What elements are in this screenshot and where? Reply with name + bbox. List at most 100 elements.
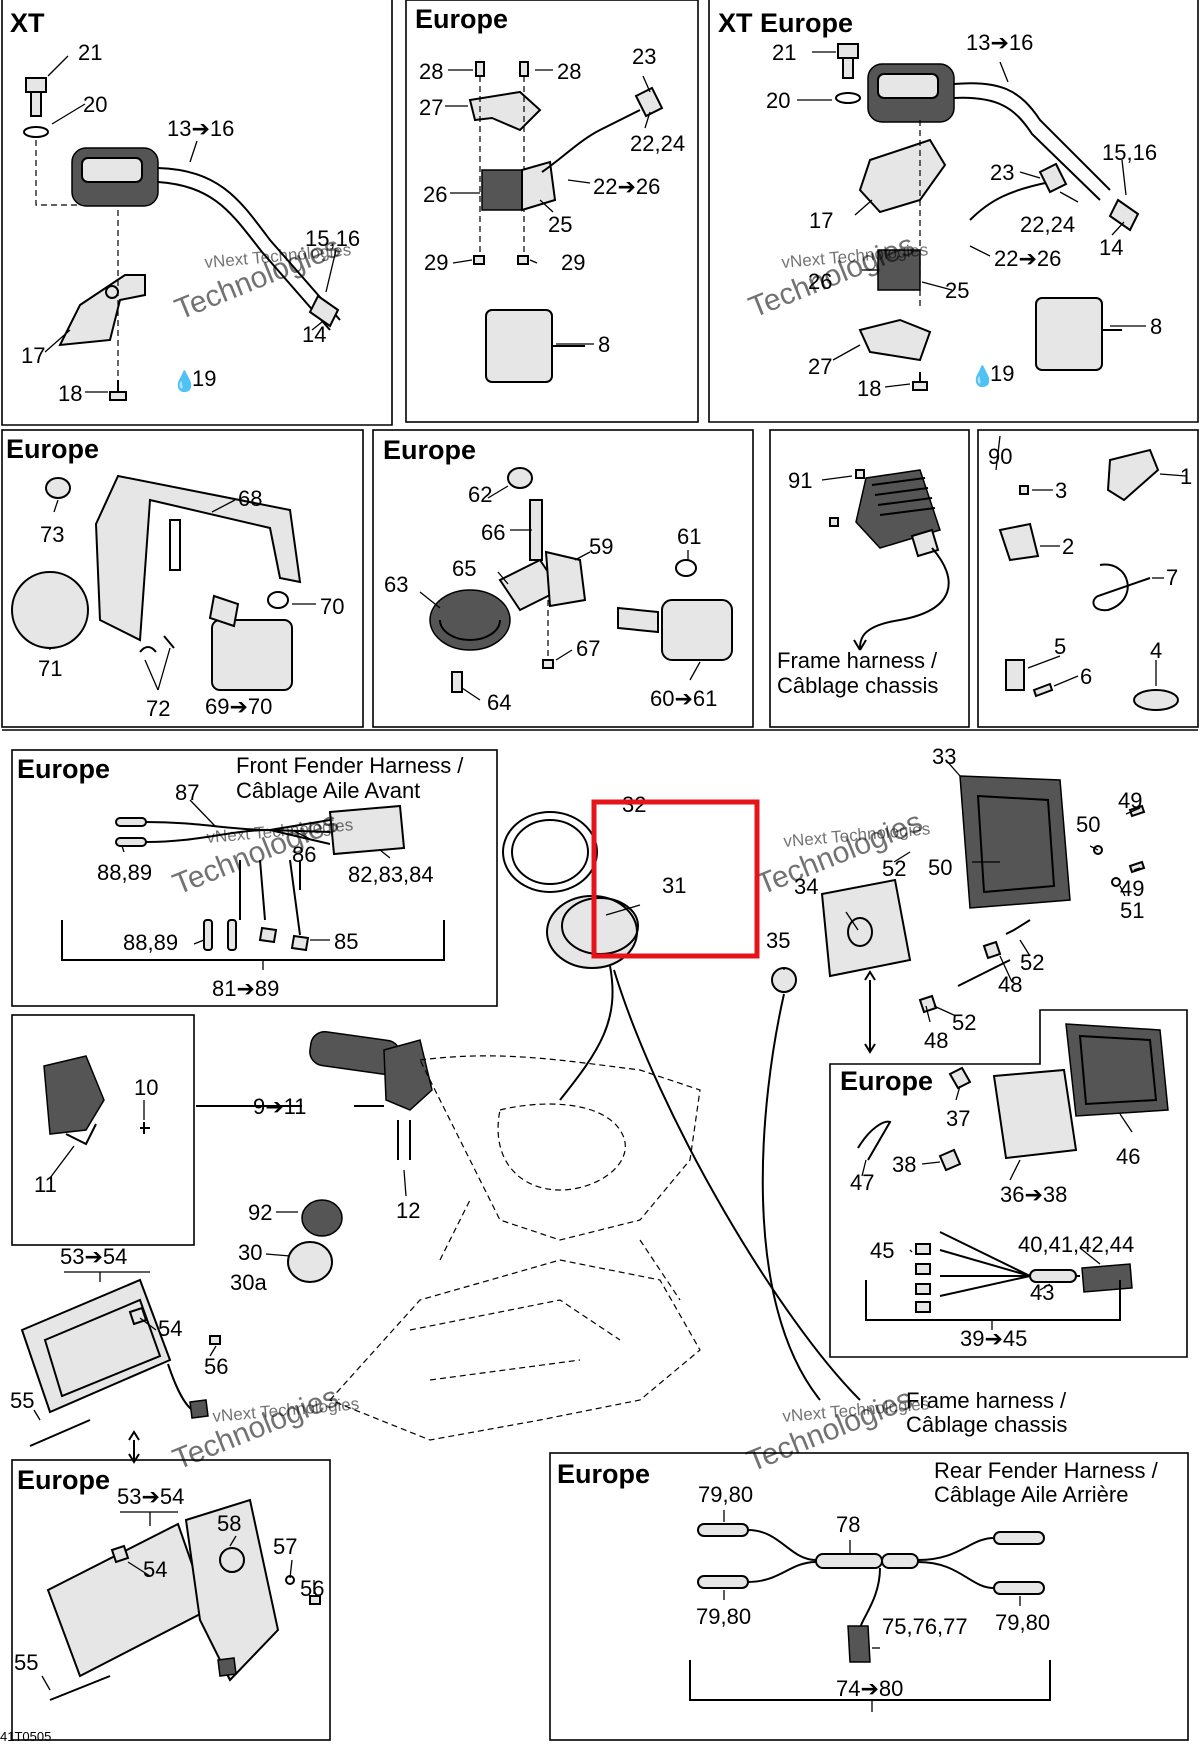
clip-2 (998, 522, 1040, 562)
note-rear-fender-2: Câblage Aile Arrière (934, 1482, 1128, 1507)
callout-66: 66 (481, 520, 505, 545)
callout-78: 78 (836, 1512, 860, 1537)
bulb-61 (675, 559, 698, 577)
clips-72 (139, 635, 175, 653)
nut-48-a (982, 940, 1002, 960)
panel-title-xt-europe: XT Europe (718, 8, 853, 38)
panel-title-europe-a: Europe (415, 4, 508, 34)
panel-europe-headlamp-parts (857, 1023, 1169, 1321)
spring-49-b (1128, 860, 1146, 874)
callout-81-89: 81➔89 (212, 976, 279, 1001)
screw-64 (451, 671, 463, 693)
callout-15-16-b: 15,16 (1102, 140, 1157, 165)
terminal-79-c (993, 1531, 1045, 1545)
callout-21-b: 21 (772, 40, 796, 65)
callout-69-70: 69➔70 (205, 694, 272, 719)
callout-26-b: 26 (808, 269, 832, 294)
callout-65: 65 (452, 556, 476, 581)
bolt-21-b (837, 43, 859, 79)
screw-91-a (855, 469, 865, 479)
taillight-53 (20, 1278, 172, 1414)
callout-12: 12 (396, 1198, 420, 1223)
callout-22-26: 22➔26 (593, 174, 660, 199)
bracket-59 (544, 550, 587, 608)
callout-31: 31 (662, 873, 686, 898)
connector-23-b (1038, 162, 1068, 194)
signal-60 (661, 599, 733, 661)
callout-52-a: 52 (882, 856, 906, 881)
bracket-17-b (858, 138, 947, 214)
callout-57: 57 (273, 1534, 297, 1559)
screw-28-right (519, 61, 529, 77)
callout-79-80-b: 79,80 (696, 1604, 751, 1629)
taillight-53-b (46, 1522, 210, 1678)
callout-8: 8 (598, 332, 610, 357)
bolt-66 (529, 499, 543, 561)
panel-title-europe-headlamp: Europe (840, 1066, 933, 1096)
callout-46: 46 (1116, 1144, 1140, 1169)
drop-icon-b: 💧 (970, 364, 995, 388)
watermark-5b: Technologies (168, 1380, 343, 1476)
terminal-79-d (993, 1581, 1045, 1595)
regulator-connector (910, 528, 940, 558)
switch-92 (301, 1199, 343, 1237)
callout-13-16-b: 13➔16 (966, 30, 1033, 55)
callout-18: 18 (58, 381, 82, 406)
callout-3: 3 (1055, 478, 1067, 503)
callout-20: 20 (83, 92, 107, 117)
callout-20-b: 20 (766, 88, 790, 113)
panel-europe-b-parts (11, 474, 302, 691)
callout-55-a: 55 (10, 1388, 34, 1413)
callout-36-38: 36➔38 (1000, 1182, 1067, 1207)
callout-73: 73 (40, 522, 64, 547)
callout-29-right: 29 (561, 250, 585, 275)
switch-92-30 (287, 1199, 343, 1283)
callout-91: 91 (788, 468, 812, 493)
ring-32 (502, 811, 598, 893)
bracket-27-b (858, 318, 932, 362)
callout-9-11: 9➔11 (253, 1094, 307, 1119)
panel-title-europe-b: Europe (6, 434, 99, 464)
nut-29-left (473, 255, 485, 265)
terminal-88-b (227, 919, 237, 951)
regulator-harness (859, 547, 950, 651)
housing-46 (1065, 1023, 1169, 1117)
sleeve-78-a (815, 1553, 883, 1569)
callout-10: 10 (134, 1075, 158, 1100)
note-frame-harness-main-2: Câblage chassis (906, 1412, 1067, 1437)
callout-22-26-b: 22➔26 (994, 246, 1061, 271)
panel-europe-a-parts (468, 61, 664, 383)
bolt-21 (25, 77, 47, 117)
grommet-62 (507, 467, 534, 489)
callout-52-c: 52 (952, 1010, 976, 1035)
connector-taillight-b (217, 1657, 237, 1677)
callout-75-77: 75,76,77 (882, 1614, 968, 1639)
callout-22-24-b: 22,24 (1020, 212, 1075, 237)
callout-5: 5 (1054, 634, 1066, 659)
callout-35: 35 (766, 928, 790, 953)
note-frame-harness-1: Frame harness / (777, 648, 938, 673)
screw-52-a (1005, 919, 1031, 935)
callout-54-a: 54 (158, 1316, 182, 1341)
sleeve-43 (1029, 1269, 1077, 1283)
grommet-73 (45, 477, 72, 499)
tie-wrap-7 (1092, 563, 1151, 612)
callout-17-b: 17 (809, 208, 833, 233)
callout-68: 68 (238, 486, 262, 511)
callout-85: 85 (334, 929, 358, 954)
note-front-fender-2: Câblage Aile Avant (236, 778, 420, 803)
harness-87 (145, 819, 331, 845)
callout-18-b: 18 (857, 376, 881, 401)
callout-14-b: 14 (1099, 235, 1123, 260)
callout-86: 86 (292, 842, 316, 867)
bulb-70 (267, 591, 290, 609)
nut-56-b (309, 1595, 321, 1605)
panel-title-europe-rear-fender: Europe (557, 1459, 650, 1489)
terminal-88-a (203, 919, 213, 951)
callout-64: 64 (487, 690, 511, 715)
screw-18-b (912, 372, 928, 391)
callout-49-b: 49 (1120, 876, 1144, 901)
callout-19: 19 (192, 366, 216, 391)
panel-europe-taillight-parts (46, 1498, 321, 1701)
taillight-parts (20, 1278, 221, 1464)
